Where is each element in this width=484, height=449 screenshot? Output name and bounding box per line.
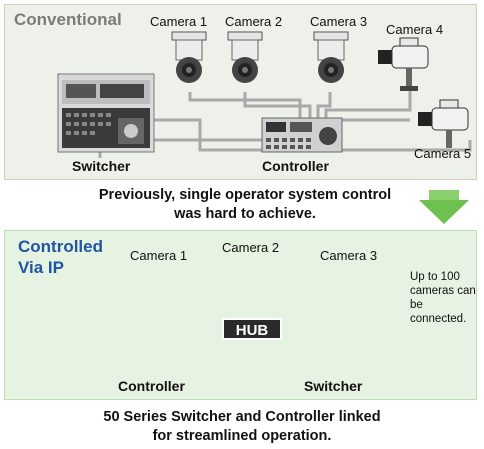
camera-label: Camera 3 bbox=[310, 14, 368, 29]
ptz-camera-icon bbox=[313, 31, 349, 83]
box-camera-icon bbox=[418, 99, 469, 148]
transition-caption: Previously, single operator system contr… bbox=[98, 187, 392, 222]
ptz-camera-icon bbox=[227, 31, 263, 83]
ip-panel bbox=[4, 230, 477, 400]
controller-device-conventional bbox=[261, 117, 343, 153]
box-camera-icon bbox=[378, 37, 429, 91]
conventional-title: Conventional bbox=[14, 10, 122, 29]
camera-label: Camera 1 bbox=[130, 248, 188, 263]
ip-title: Controlled Via IP bbox=[18, 237, 103, 277]
camera-label: Camera 2 bbox=[222, 240, 280, 255]
camera-label: Camera 5 bbox=[414, 146, 472, 161]
switcher-label: Switcher bbox=[304, 378, 363, 394]
camera-label: Camera 1 bbox=[150, 14, 208, 29]
switcher-label: Switcher bbox=[72, 158, 131, 174]
down-arrow-icon bbox=[419, 190, 469, 224]
camera-label: Camera 3 bbox=[320, 248, 378, 263]
bottom-caption: 50 Series Switcher and Controller linked… bbox=[103, 409, 381, 444]
controller-label: Controller bbox=[118, 378, 185, 394]
ptz-camera-icon bbox=[171, 31, 207, 83]
camera-capacity-note: Up to 100 cameras can be connected. bbox=[410, 271, 476, 325]
controller-label: Controller bbox=[262, 158, 329, 174]
switcher-device-conventional bbox=[57, 73, 155, 153]
hub-box: HUB bbox=[222, 318, 282, 340]
camera-label: Camera 4 bbox=[386, 22, 444, 37]
camera-label: Camera 2 bbox=[225, 14, 283, 29]
